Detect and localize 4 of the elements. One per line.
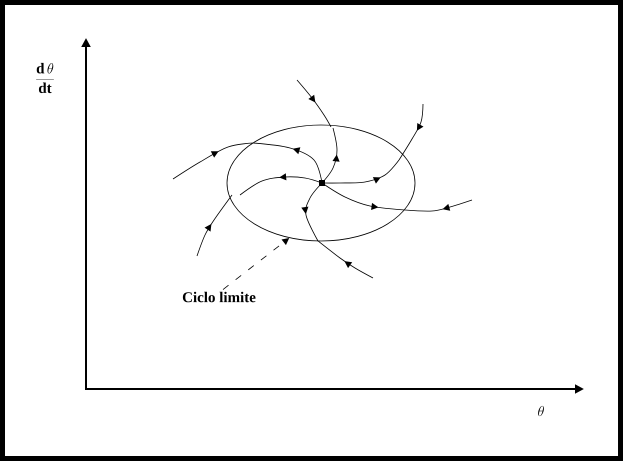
- limit-cycle-ellipse: [226, 124, 416, 242]
- axis-label: $\theta$: [538, 406, 544, 416]
- label-text: Ciclo limite: [182, 292, 256, 302]
- axis-label: $\frac{\mathbf{d}\,\theta}{\mathbf{dt}}$: [36, 62, 54, 94]
